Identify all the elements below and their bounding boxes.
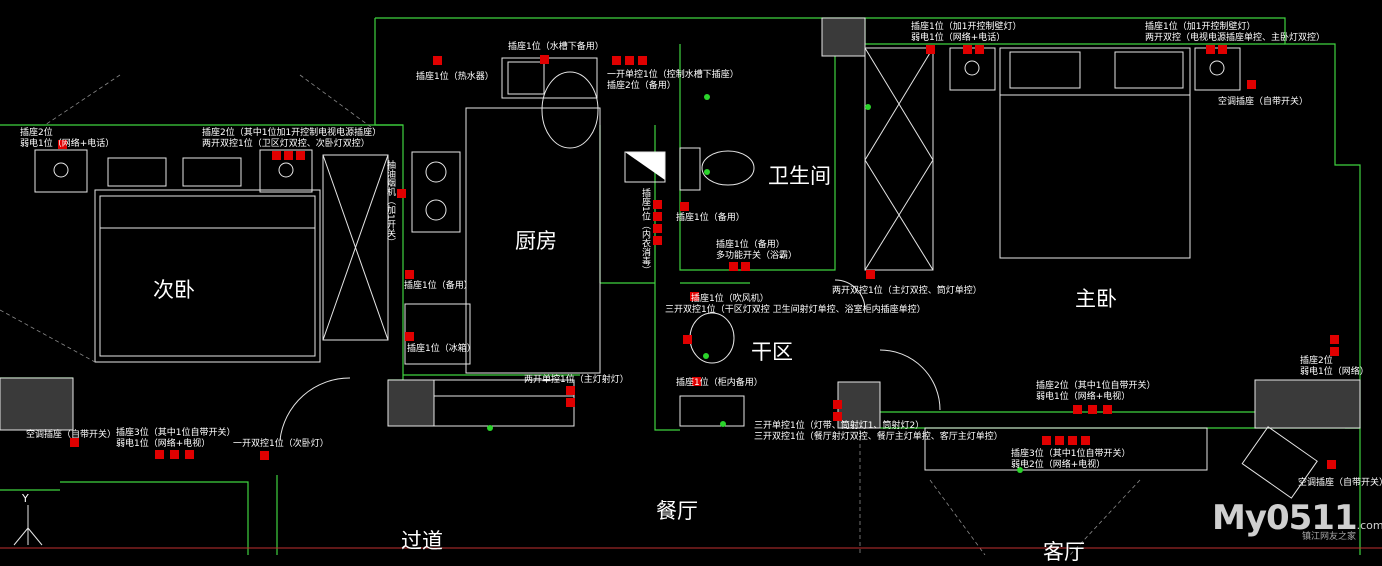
label-living-ac: 空调插座（自带开关） [1298, 478, 1382, 488]
label-living-socket-a: 插座2位（其中1位自带开关） [1036, 381, 1156, 391]
label-master-switch: 两开双控1位（主灯双控、筒灯单控） [832, 286, 982, 296]
label-water-heater: 插座1位（热水器） [416, 72, 494, 82]
label-kitchen-switch: 两开单控1位（主灯射灯） [524, 375, 629, 385]
label-bath-spare-2: 插座1位（备用） [716, 240, 785, 250]
label-sterilizer: 插座1位（内衣消毒） [640, 188, 650, 275]
furniture [34, 47, 1318, 499]
axis-marker [13, 505, 43, 546]
axis-label-y: Y [22, 492, 29, 505]
structural-columns [0, 17, 1361, 431]
room-living: 客厅 [1043, 540, 1085, 564]
label-bedroom2-socket-b: 两开双控1位（卫区灯双控、次卧灯双控） [202, 139, 370, 149]
label-master-right-a: 插座1位（加1开控制壁灯） [1145, 22, 1256, 32]
label-hairdryer: 插座1位（吹风机） [691, 294, 769, 304]
label-sink-switch: 一开单控1位（控制水槽下插座） [607, 70, 739, 80]
label-tv-socket-a: 插座3位（其中1位自带开关） [1011, 449, 1131, 459]
walls [0, 17, 1361, 555]
room-bathroom: 卫生间 [768, 164, 831, 188]
label-bedroom2-socket-a: 插座2位（其中1位加1开控制电视电源插座） [202, 128, 382, 138]
label-bath-heater-switch: 多功能开关（浴霸） [716, 251, 798, 261]
label-master-left-b: 弱电1位（网络+电话） [911, 33, 1006, 43]
label-bedroom2-light-switch: 一开双控1位（次卧灯） [233, 439, 329, 449]
room-dining: 餐厅 [656, 499, 698, 523]
label-tv-socket-b: 弱电2位（网络+电视） [1011, 460, 1106, 470]
light-points [487, 94, 1023, 473]
label-dining-switch-a: 三开单控1位（灯带、筒射灯1、筒射灯2） [754, 421, 925, 431]
reference-lines [0, 74, 1141, 555]
label-bath-spare: 插座1位（备用） [676, 213, 745, 223]
label-dry-area-switch: 三开双控1位（干区灯双控 卫生间射灯单控、浴室柜内插座单控） [665, 305, 926, 315]
room-master-bedroom: 主卧 [1075, 287, 1117, 311]
label-corridor-socket-a: 插座3位（其中1位自带开关） [116, 428, 236, 438]
label-spare-socket-kitchen: 插座2位（备用） [607, 81, 676, 91]
label-corridor-socket-b: 弱电1位（网络+电视） [116, 439, 211, 449]
label-right-wall-a: 插座2位 [1300, 356, 1333, 366]
socket-markers [58, 45, 1339, 469]
room-dry-area: 干区 [751, 340, 793, 364]
room-kitchen: 厨房 [515, 229, 557, 253]
label-right-wall-b: 弱电1位（网络） [1300, 367, 1369, 377]
label-cabinet-spare: 插座1位（柜内备用） [676, 378, 763, 388]
label-master-ac: 空调插座（自带开关） [1218, 97, 1309, 107]
watermark-logo: My0511.com [1212, 498, 1382, 538]
label-living-socket-b: 弱电1位（网络+电视） [1036, 392, 1131, 402]
label-bedroom2-left-b: 弱电1位（网络+电话） [20, 139, 115, 149]
room-corridor: 过道 [401, 529, 443, 553]
label-range-hood: 抽油烟机（加1开关） [385, 160, 395, 247]
label-master-left-a: 插座1位（加1开控制壁灯） [911, 22, 1022, 32]
room-secondary-bedroom: 次卧 [153, 278, 195, 302]
label-kitchen-spare: 插座1位（备用） [404, 281, 473, 291]
label-bedroom2-ac: 空调插座（自带开关） [26, 430, 117, 440]
label-bedroom2-left-a: 插座2位 [20, 128, 53, 138]
label-master-right-b: 两开双控（电视电源插座单控、主卧灯双控） [1145, 33, 1326, 43]
label-dining-switch-b: 三开双控1位（餐厅射灯双控、餐厅主灯单控、客厅主灯单控） [754, 432, 1003, 442]
watermark-subtitle: 镇江网友之家 [1302, 532, 1357, 542]
label-fridge: 插座1位（冰箱） [407, 344, 476, 354]
label-sink-socket: 插座1位（水槽下备用） [508, 42, 604, 52]
